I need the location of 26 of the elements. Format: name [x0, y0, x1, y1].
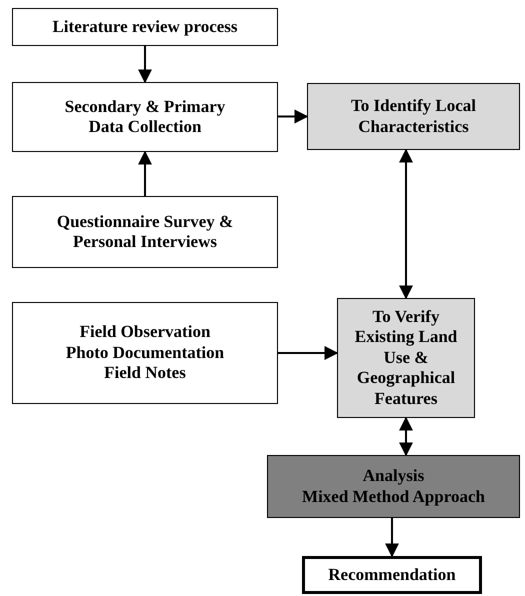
box-text: Literature review process — [52, 16, 238, 38]
arrow — [385, 518, 399, 558]
process-box — [12, 302, 278, 404]
box-text: Mixed Method Approach — [302, 486, 485, 507]
arrow — [278, 346, 338, 360]
process-box — [307, 83, 520, 150]
process-box — [12, 8, 278, 46]
box-text: Field Observation — [80, 322, 210, 343]
arrow — [399, 148, 413, 300]
box-text: Photo Documentation — [66, 342, 224, 364]
process-box — [302, 556, 482, 594]
process-box — [12, 196, 278, 268]
box-text: Field Notes — [104, 363, 186, 384]
box-text: Secondary & Primary Data Collection — [64, 96, 226, 138]
process-box — [267, 455, 520, 518]
arrow — [138, 46, 152, 84]
process-box — [12, 82, 278, 152]
arrow — [399, 416, 413, 456]
box-text: Questionnaire Survey & Personal Interviews — [56, 212, 234, 252]
arrow — [278, 110, 308, 124]
arrow — [138, 150, 152, 196]
box-text: Recommendation — [328, 564, 456, 586]
box-text: To Identify Local Characteristics — [350, 96, 477, 137]
box-text: Analysis — [362, 466, 424, 486]
box-text: To Verify Existing Land Use & Geographical Features — [354, 307, 458, 409]
process-box — [337, 298, 475, 418]
